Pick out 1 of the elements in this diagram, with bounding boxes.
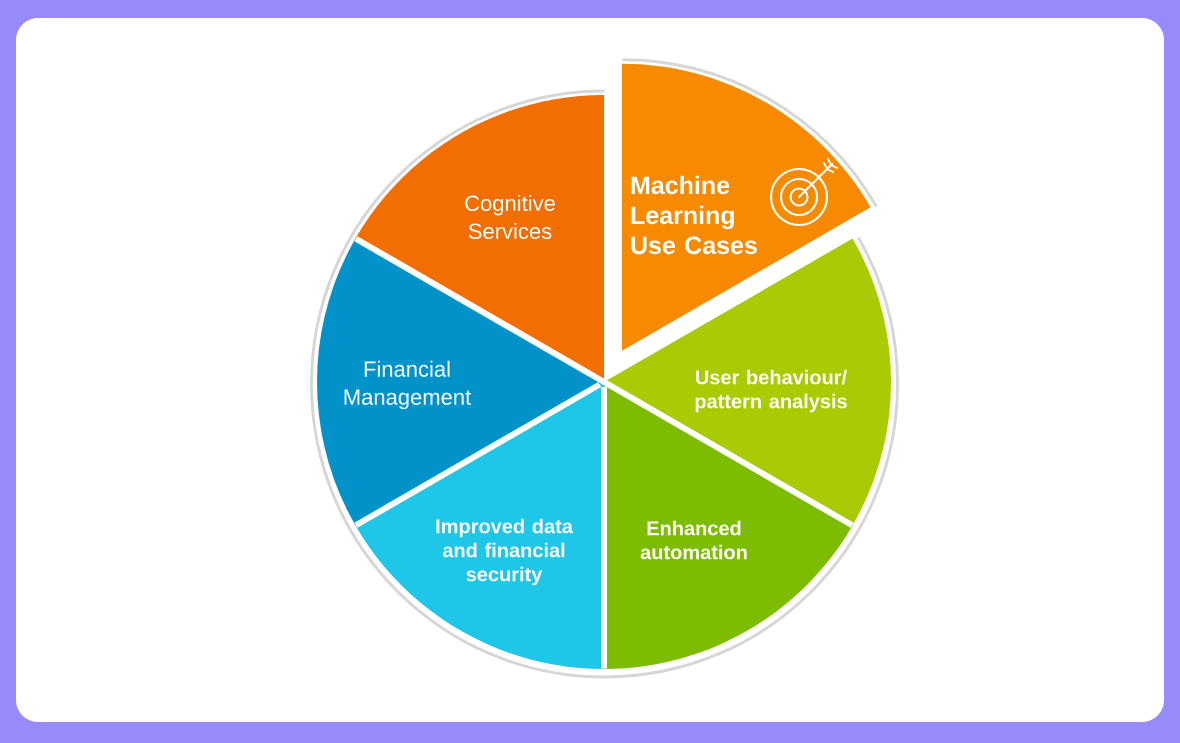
pie-slice: Machine Learning Use Cases <box>622 63 871 351</box>
